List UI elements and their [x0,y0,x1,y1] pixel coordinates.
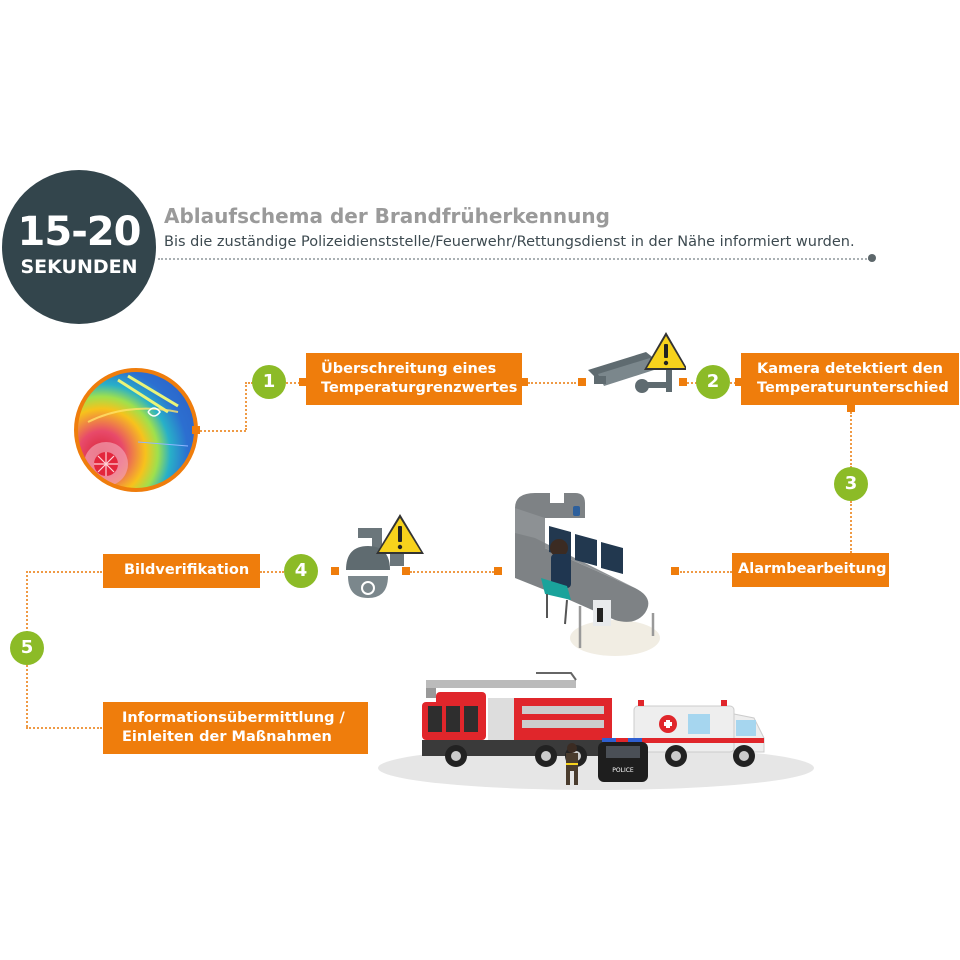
step-2-line-2: Temperaturunterschied [757,380,949,396]
step-2-box: Kamera detektiert den Temperaturuntersch… [741,353,959,405]
connector-line [528,382,576,384]
connector-line [680,571,732,573]
operator-workstation-icon [515,493,660,656]
connector-line [26,571,102,573]
step-4-box: Bildverifikation [103,554,260,588]
step-3-box: Alarmbearbeitung [732,553,889,587]
connector-line [26,727,102,729]
connector-line [26,665,28,727]
step-5-line-1: Informationsübermittlung / [122,710,345,726]
connector-line [730,382,736,384]
police-label: POLICE [612,767,634,774]
connector-square [402,567,410,575]
bullet-camera-warning-icon [588,332,686,393]
connector-line [286,382,300,384]
connector-line [410,571,494,573]
connector-line [687,382,697,384]
duration-number: 15-20 [17,209,142,255]
step-5-box: Informationsübermittlung / Einleiten der… [103,702,368,754]
connector-square [494,567,502,575]
step-5-line-2: Einleiten der Maßnahmen [122,729,332,745]
connector-line [260,571,284,573]
diagram-title: Ablaufschema der Brandfrüherkennung [164,204,610,228]
thermal-car-image [74,368,198,492]
connector-square [192,426,200,434]
connector-square [331,567,339,575]
connector-square [578,378,586,386]
connector-square [679,378,687,386]
step-3-marker: 3 [834,467,868,501]
step-4-label: Bildverifikation [124,562,250,578]
connector-line [850,412,852,468]
header-divider [158,258,870,260]
step-1-line-2: Temperaturgrenzwertes [321,380,518,396]
connector-line [26,571,28,633]
step-1-box: Überschreitung eines Temperaturgrenzwert… [306,353,522,405]
connector-line [245,382,247,430]
step-1-line-1: Überschreitung eines [321,361,497,377]
step-1-marker: 1 [252,365,286,399]
connector-square [847,404,855,412]
duration-unit: SEKUNDEN [20,256,138,278]
emergency-vehicles-icon: POLICE [378,672,814,790]
step-2-marker: 2 [696,365,730,399]
step-3-label: Alarmbearbeitung [738,561,887,577]
connector-line [245,382,253,384]
connector-line [850,501,852,553]
connector-square [671,567,679,575]
divider-endpoint [868,254,876,262]
connector-square [299,378,307,386]
step-2-line-1: Kamera detektiert den [757,361,943,377]
connector-square [735,378,743,386]
dome-camera-warning-icon [346,514,424,598]
duration-badge: 15-20 SEKUNDEN [2,170,156,324]
step-5-marker: 5 [10,631,44,665]
diagram-subtitle: Bis die zuständige Polizeidienststelle/F… [164,234,855,250]
connector-line [200,430,246,432]
connector-square [520,378,528,386]
step-4-marker: 4 [284,554,318,588]
